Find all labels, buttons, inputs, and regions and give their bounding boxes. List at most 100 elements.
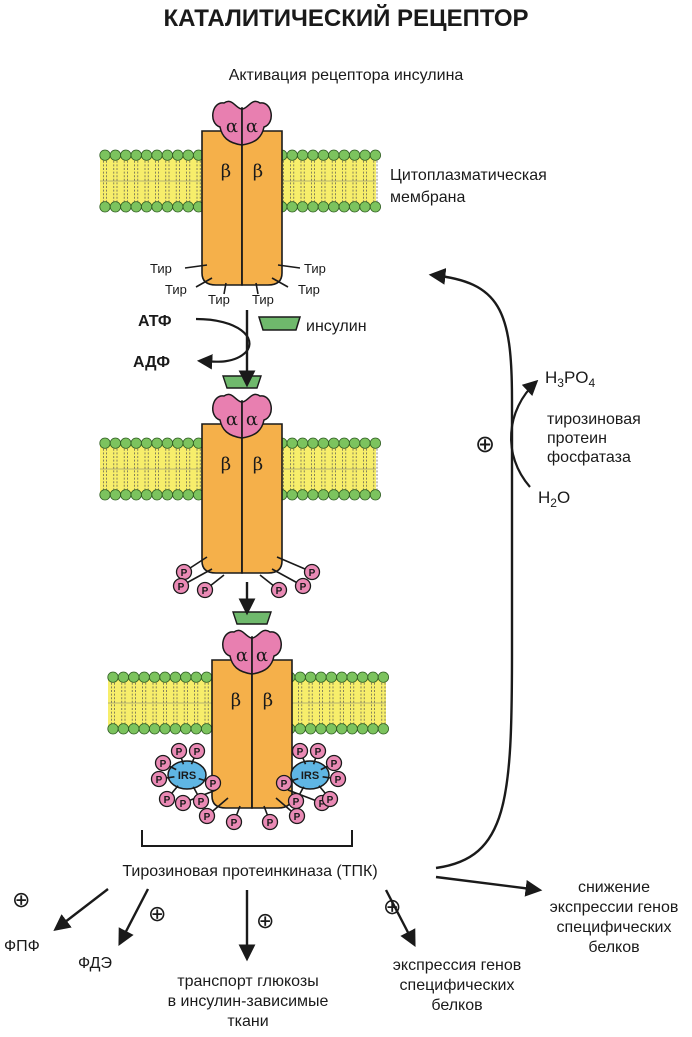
lipid-head: [180, 671, 192, 683]
lipid-head: [107, 723, 119, 735]
phosphate-label: P: [160, 759, 167, 770]
phosphate-group: [294, 577, 312, 595]
output-decrease-line1: снижение: [578, 879, 650, 896]
output-expression-line3: белков: [431, 997, 482, 1014]
phosphate-group: [325, 754, 343, 772]
lipid-head: [109, 489, 122, 501]
phosphate-group: [150, 770, 168, 788]
lipid-head: [317, 489, 329, 501]
alpha-label: α: [236, 645, 248, 666]
lipid-head: [307, 489, 319, 501]
phosphate-label: P: [198, 797, 205, 808]
lipid-head: [182, 149, 194, 161]
irs-protein: [290, 760, 330, 790]
phosphate-group: [291, 742, 309, 760]
h2o-label: H2O: [538, 488, 570, 510]
lipid-head: [338, 489, 350, 501]
phosphate-label: P: [176, 747, 183, 758]
beta-subunit-right: [241, 130, 283, 286]
phosphate-label: P: [319, 799, 326, 810]
lipid-head: [325, 671, 337, 683]
output-transport-line2: в инсулин-зависимые: [168, 993, 329, 1010]
lipid-head: [161, 149, 173, 161]
lipid-head: [359, 489, 371, 501]
output-decrease-line4: белков: [588, 939, 639, 956]
irs-protein: [167, 760, 207, 790]
arrow-fde: [118, 888, 150, 946]
phosphate-label: P: [309, 568, 316, 579]
lipid-head: [328, 437, 340, 449]
phosphatase-label-line2: протеин: [547, 430, 607, 447]
alpha-subunit-left: [212, 393, 243, 439]
alpha-subunit-right: [241, 393, 272, 439]
kinase-label: Тирозиновая протеинкиназа (ТПК): [122, 863, 377, 880]
lipid-head: [172, 149, 184, 161]
insulin-label: инсулин: [306, 318, 367, 335]
lipid-head: [338, 201, 350, 213]
arrow-expression: [384, 889, 416, 947]
lipid-head: [296, 489, 309, 501]
lipid-head: [141, 489, 153, 501]
plus-icon: ⊕: [383, 894, 401, 919]
lipid-head: [128, 671, 140, 683]
phosphate-group: [309, 742, 327, 760]
lipid-head: [182, 489, 194, 501]
lipid-head: [172, 201, 184, 213]
lipid-head: [138, 723, 150, 735]
lipid-head: [338, 437, 350, 449]
lipid-head: [307, 201, 319, 213]
lipid-head: [348, 149, 361, 161]
lipid-head: [369, 149, 381, 161]
phosphate-group: [303, 563, 321, 581]
lipid-head: [286, 149, 298, 161]
tyr-label: Тир: [298, 282, 320, 297]
lipid-head: [359, 149, 371, 161]
lipid-head: [182, 437, 194, 449]
beta-subunit-right: [241, 423, 283, 574]
insulin-icon: [257, 316, 302, 331]
phosphate-group: [170, 742, 188, 760]
lipid-head: [315, 671, 327, 683]
tyr-label: Тир: [304, 261, 326, 276]
arrow-fpf: [53, 888, 109, 932]
feedback-arrow: [428, 268, 514, 870]
atp-adp-arrow: [195, 317, 251, 370]
lipid-head: [109, 149, 122, 161]
tyrosine-labels: Тир Тир Тир Тир Тир Тир: [150, 261, 326, 307]
phosphate-group: [158, 790, 176, 808]
phosphate-label: P: [294, 812, 301, 823]
phosphate-label: P: [335, 775, 342, 786]
phosphate-group: [204, 774, 222, 792]
lipid-head: [169, 723, 181, 735]
lipid-head: [325, 723, 337, 735]
lipid-head: [130, 149, 142, 161]
diagram-subtitle: Активация рецептора инсулина: [229, 67, 464, 84]
membrane-label-line1: Цитоплазматическая: [390, 167, 547, 184]
lipid-head: [117, 671, 130, 683]
phosphate-label: P: [276, 586, 283, 597]
lipid-head: [109, 437, 122, 449]
lipid-head: [369, 489, 381, 501]
lipid-head: [377, 671, 389, 683]
lipid-head: [317, 201, 329, 213]
lipid-head: [141, 437, 153, 449]
lipid-head: [369, 437, 381, 449]
lipid-head: [328, 201, 340, 213]
lipid-head: [151, 201, 163, 213]
lipid-head: [328, 149, 340, 161]
lipid-head: [120, 489, 132, 501]
lipid-head: [141, 149, 153, 161]
lipid-head: [138, 671, 150, 683]
lipid-head: [151, 437, 163, 449]
lipid-head: [151, 149, 163, 161]
lipid-head: [130, 489, 142, 501]
phosphate-label: P: [164, 795, 171, 806]
lipid-head: [149, 723, 161, 735]
beta-label: β: [221, 161, 231, 182]
phosphate-label: P: [327, 795, 334, 806]
lipid-head: [336, 671, 348, 683]
